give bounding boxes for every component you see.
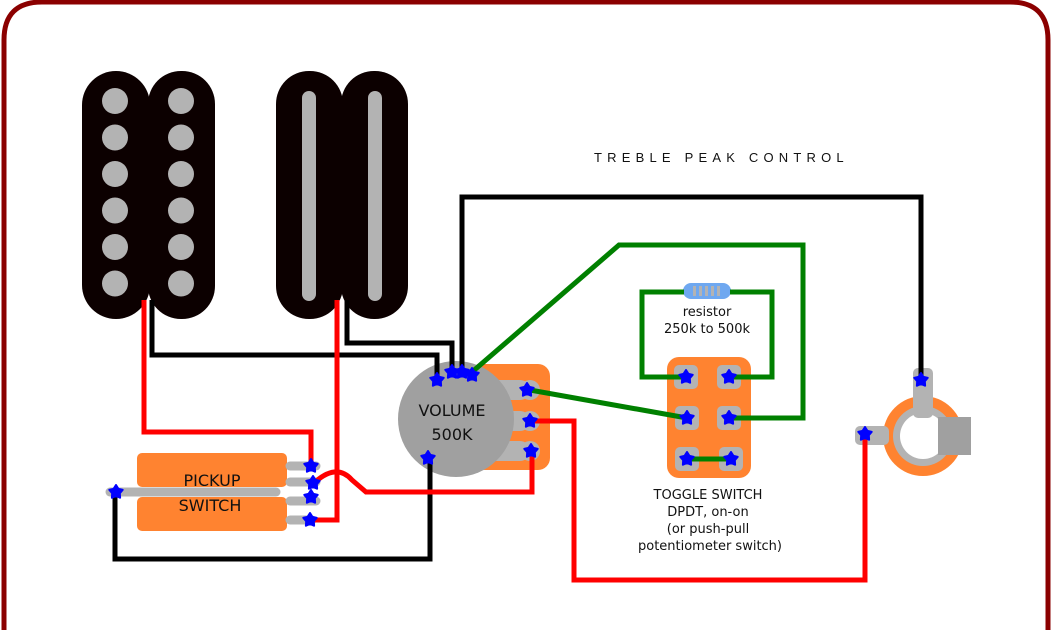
solder-joint bbox=[523, 443, 539, 458]
resistor-label-2: 250k to 500k bbox=[664, 322, 750, 337]
solder-joint bbox=[108, 484, 124, 499]
jack-sleeve-lug bbox=[855, 426, 889, 445]
pole-piece bbox=[168, 270, 194, 297]
wire-black-ground bbox=[112, 458, 433, 562]
solder-joint bbox=[522, 413, 538, 428]
toggle-label-1: TOGGLE SWITCH bbox=[653, 488, 763, 503]
diagram-title: TREBLE PEAK CONTROL bbox=[594, 150, 849, 165]
pickup-switch-label-2: SWITCH bbox=[179, 496, 242, 515]
solder-joint bbox=[519, 382, 535, 397]
solder-joint bbox=[857, 426, 873, 441]
wire-red-pickup2 bbox=[310, 300, 340, 523]
pickup-coil bbox=[148, 71, 215, 319]
pole-piece bbox=[168, 197, 194, 224]
solder-joint bbox=[913, 372, 929, 387]
volume-label-1: VOLUME bbox=[419, 401, 486, 420]
solder-joint bbox=[723, 451, 739, 466]
solder-joint bbox=[721, 410, 737, 425]
wire-black-pickup2 bbox=[344, 300, 455, 372]
solder-joint bbox=[679, 451, 695, 466]
wire-green-pot-lug-to-toggle bbox=[529, 387, 688, 421]
blade-pole bbox=[368, 91, 382, 301]
toggle-label-4: potentiometer switch) bbox=[638, 539, 782, 554]
wire-red-pot-to-jack bbox=[532, 418, 868, 583]
neck-humbucker-pickup bbox=[82, 71, 215, 319]
toggle-label-2: DPDT, on-on bbox=[667, 505, 748, 520]
pole-piece bbox=[102, 270, 128, 297]
wire-black-pickup1 bbox=[149, 300, 440, 380]
pickup-switch-body-top bbox=[137, 453, 287, 487]
solder-joint bbox=[303, 489, 319, 504]
solder-joint bbox=[420, 450, 436, 465]
blade-pole bbox=[302, 91, 316, 301]
pole-piece bbox=[102, 124, 128, 151]
resistor-bands bbox=[693, 286, 720, 296]
wire-green-resistor-right bbox=[729, 289, 775, 380]
pole-piece bbox=[168, 161, 194, 187]
resistor-label-1: resistor bbox=[683, 305, 732, 320]
pole-piece bbox=[102, 88, 128, 114]
toggle-switch: TOGGLE SWITCH DPDT, on-on (or push-pull … bbox=[638, 357, 782, 554]
pickup-switch-body-bottom bbox=[137, 497, 287, 531]
solder-joint bbox=[678, 369, 694, 384]
pickup-switch-label-1: PICKUP bbox=[184, 471, 241, 490]
pot-body bbox=[398, 361, 514, 477]
solder-joint bbox=[302, 512, 318, 527]
bridge-humbucker-pickup bbox=[276, 71, 408, 319]
pole-piece bbox=[168, 124, 194, 151]
pole-piece bbox=[102, 234, 128, 260]
pole-piece bbox=[102, 197, 128, 224]
pole-piece bbox=[102, 161, 128, 187]
wire-black-jack-tip bbox=[459, 194, 924, 380]
jack-tab bbox=[938, 417, 971, 455]
solder-joint bbox=[305, 475, 321, 490]
solder-joint bbox=[721, 369, 737, 384]
volume-label-2: 500K bbox=[431, 425, 473, 444]
solder-joint bbox=[679, 410, 695, 425]
toggle-label-3: (or push-pull bbox=[667, 522, 749, 537]
wire-red-pickup1 bbox=[141, 300, 314, 466]
output-jack bbox=[855, 368, 971, 476]
jack-hole bbox=[900, 413, 946, 459]
solder-joint bbox=[303, 458, 319, 473]
wire-green-pot-to-toggle-outer bbox=[470, 242, 806, 421]
wire-green-resistor-left bbox=[639, 289, 686, 380]
solder-joint bbox=[454, 364, 470, 379]
pickup-switch: PICKUP SWITCH bbox=[105, 453, 321, 531]
solder-joint bbox=[429, 372, 445, 387]
pole-piece bbox=[168, 234, 194, 260]
pole-piece bbox=[168, 88, 194, 114]
resistor: resistor 250k to 500k bbox=[664, 283, 750, 337]
solder-joint bbox=[464, 367, 480, 382]
wire-red-switch-to-pot bbox=[311, 451, 535, 495]
pickup-coil bbox=[82, 71, 150, 319]
